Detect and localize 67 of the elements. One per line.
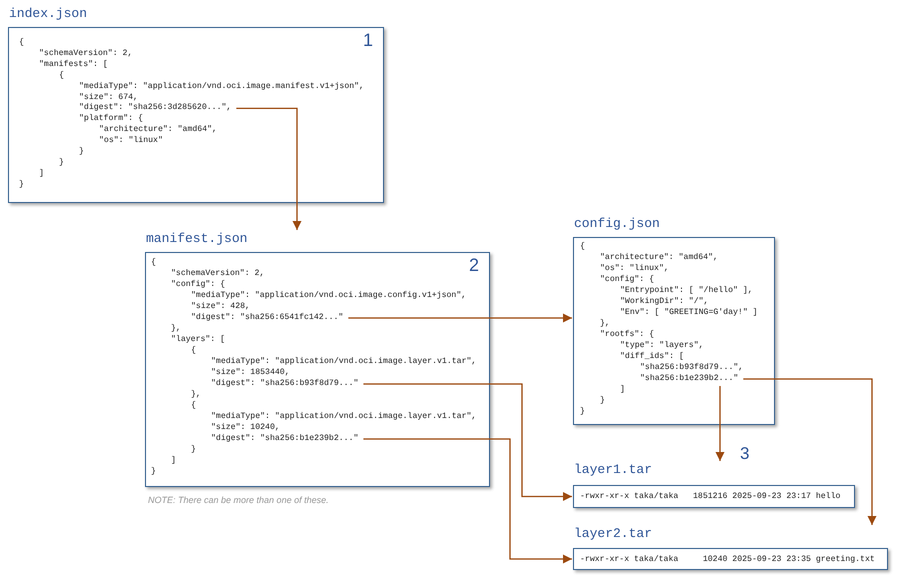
code-line: { [59,70,64,81]
code-line: "sha256:b1e239b2..." [640,374,738,384]
code-line: "os": "linux", [600,264,669,274]
code-line: "size": 1853440, [211,368,290,378]
code-line: "digest": "sha256:6541fc142..." [191,313,344,323]
code-line: ] [620,385,625,395]
code-line: } [580,407,585,417]
code-line: } [79,147,84,157]
step-number: 1 [362,30,373,51]
code-line: } [59,158,64,168]
code-line: "Env": [ "GREETING=G'day!" ] [620,308,758,318]
code-line: } [600,396,605,406]
code-line: }, [171,324,181,334]
file-name-heading: config.json [574,216,660,231]
arrow [348,313,572,323]
code-line: ] [39,168,44,179]
code-line: { [580,242,585,252]
code-line: "schemaVersion": 2, [171,269,264,279]
code-line: "Entrypoint": [ "/hello" ], [620,286,753,296]
code-line: "architecture": "amd64", [99,125,217,136]
code-line: "diff_ids": [ [620,352,684,362]
file-name-heading: layer1.tar [574,462,652,477]
code-line: "config": { [171,280,226,290]
code-line: "type": "layers", [620,341,704,351]
code-line: "WorkingDir": "/", [620,297,708,307]
code-line: "size": 10240, [211,423,280,433]
code-line: { [151,258,156,268]
code-line: } [191,445,196,455]
file-name-heading: manifest.json [146,231,248,246]
code-line: "manifests": [ [39,60,108,70]
code-line: "mediaType": "application/vnd.oci.image.manifest.v1+json", [79,82,364,92]
code-line: "digest": "sha256:b93f8d79..." [211,379,358,389]
code-line: "mediaType": "application/vnd.oci.image.layer.v1.tar", [211,357,476,367]
code-line: "config": { [600,275,654,285]
code-line: }, [600,319,610,329]
code-line: "sha256:b93f8d79...", [640,363,744,373]
arrow [715,386,725,461]
code-line: { [191,346,196,356]
code-line: "size": 428, [191,302,250,312]
step-number: 2 [468,255,479,276]
code-line: "mediaType": "application/vnd.oci.image.layer.v1.tar", [211,412,476,422]
arrow [743,378,877,525]
code-line: } [151,467,156,477]
code-line: "layers": [ [171,335,226,345]
note-text: NOTE: There can be more than one of these. [148,495,329,505]
arrow [363,438,572,564]
code-line: "mediaType": "application/vnd.oci.image.config.v1+json", [191,291,466,301]
code-line: { [19,38,24,48]
code-line: { [191,401,196,411]
file-name-heading: index.json [9,6,88,21]
code-line: }, [191,390,201,400]
code-line: "size": 674, [79,92,138,102]
code-line: "platform": { [79,114,143,124]
code-line: "digest": "sha256:3d285620...", [79,103,232,114]
code-line: "schemaVersion": 2, [39,48,132,59]
code-line: ] [171,456,176,466]
file-name-heading: layer2.tar [574,526,652,541]
code-line: "architecture": "amd64", [600,253,718,263]
arrow [236,108,302,230]
code-line: -rwxr-xr-x taka/taka 10240 2025-09-23 23:35 greeting.txt [580,555,875,565]
arrow [363,383,572,502]
code-line: "os": "linux" [99,136,163,146]
code-line: -rwxr-xr-x taka/taka 1851216 2025-09-23 23:17 hello [580,492,840,502]
code-line: } [19,180,24,190]
code-line: "digest": "sha256:b1e239b2..." [211,434,358,444]
code-line: "rootfs": { [600,330,654,340]
step-number: 3 [740,444,750,464]
